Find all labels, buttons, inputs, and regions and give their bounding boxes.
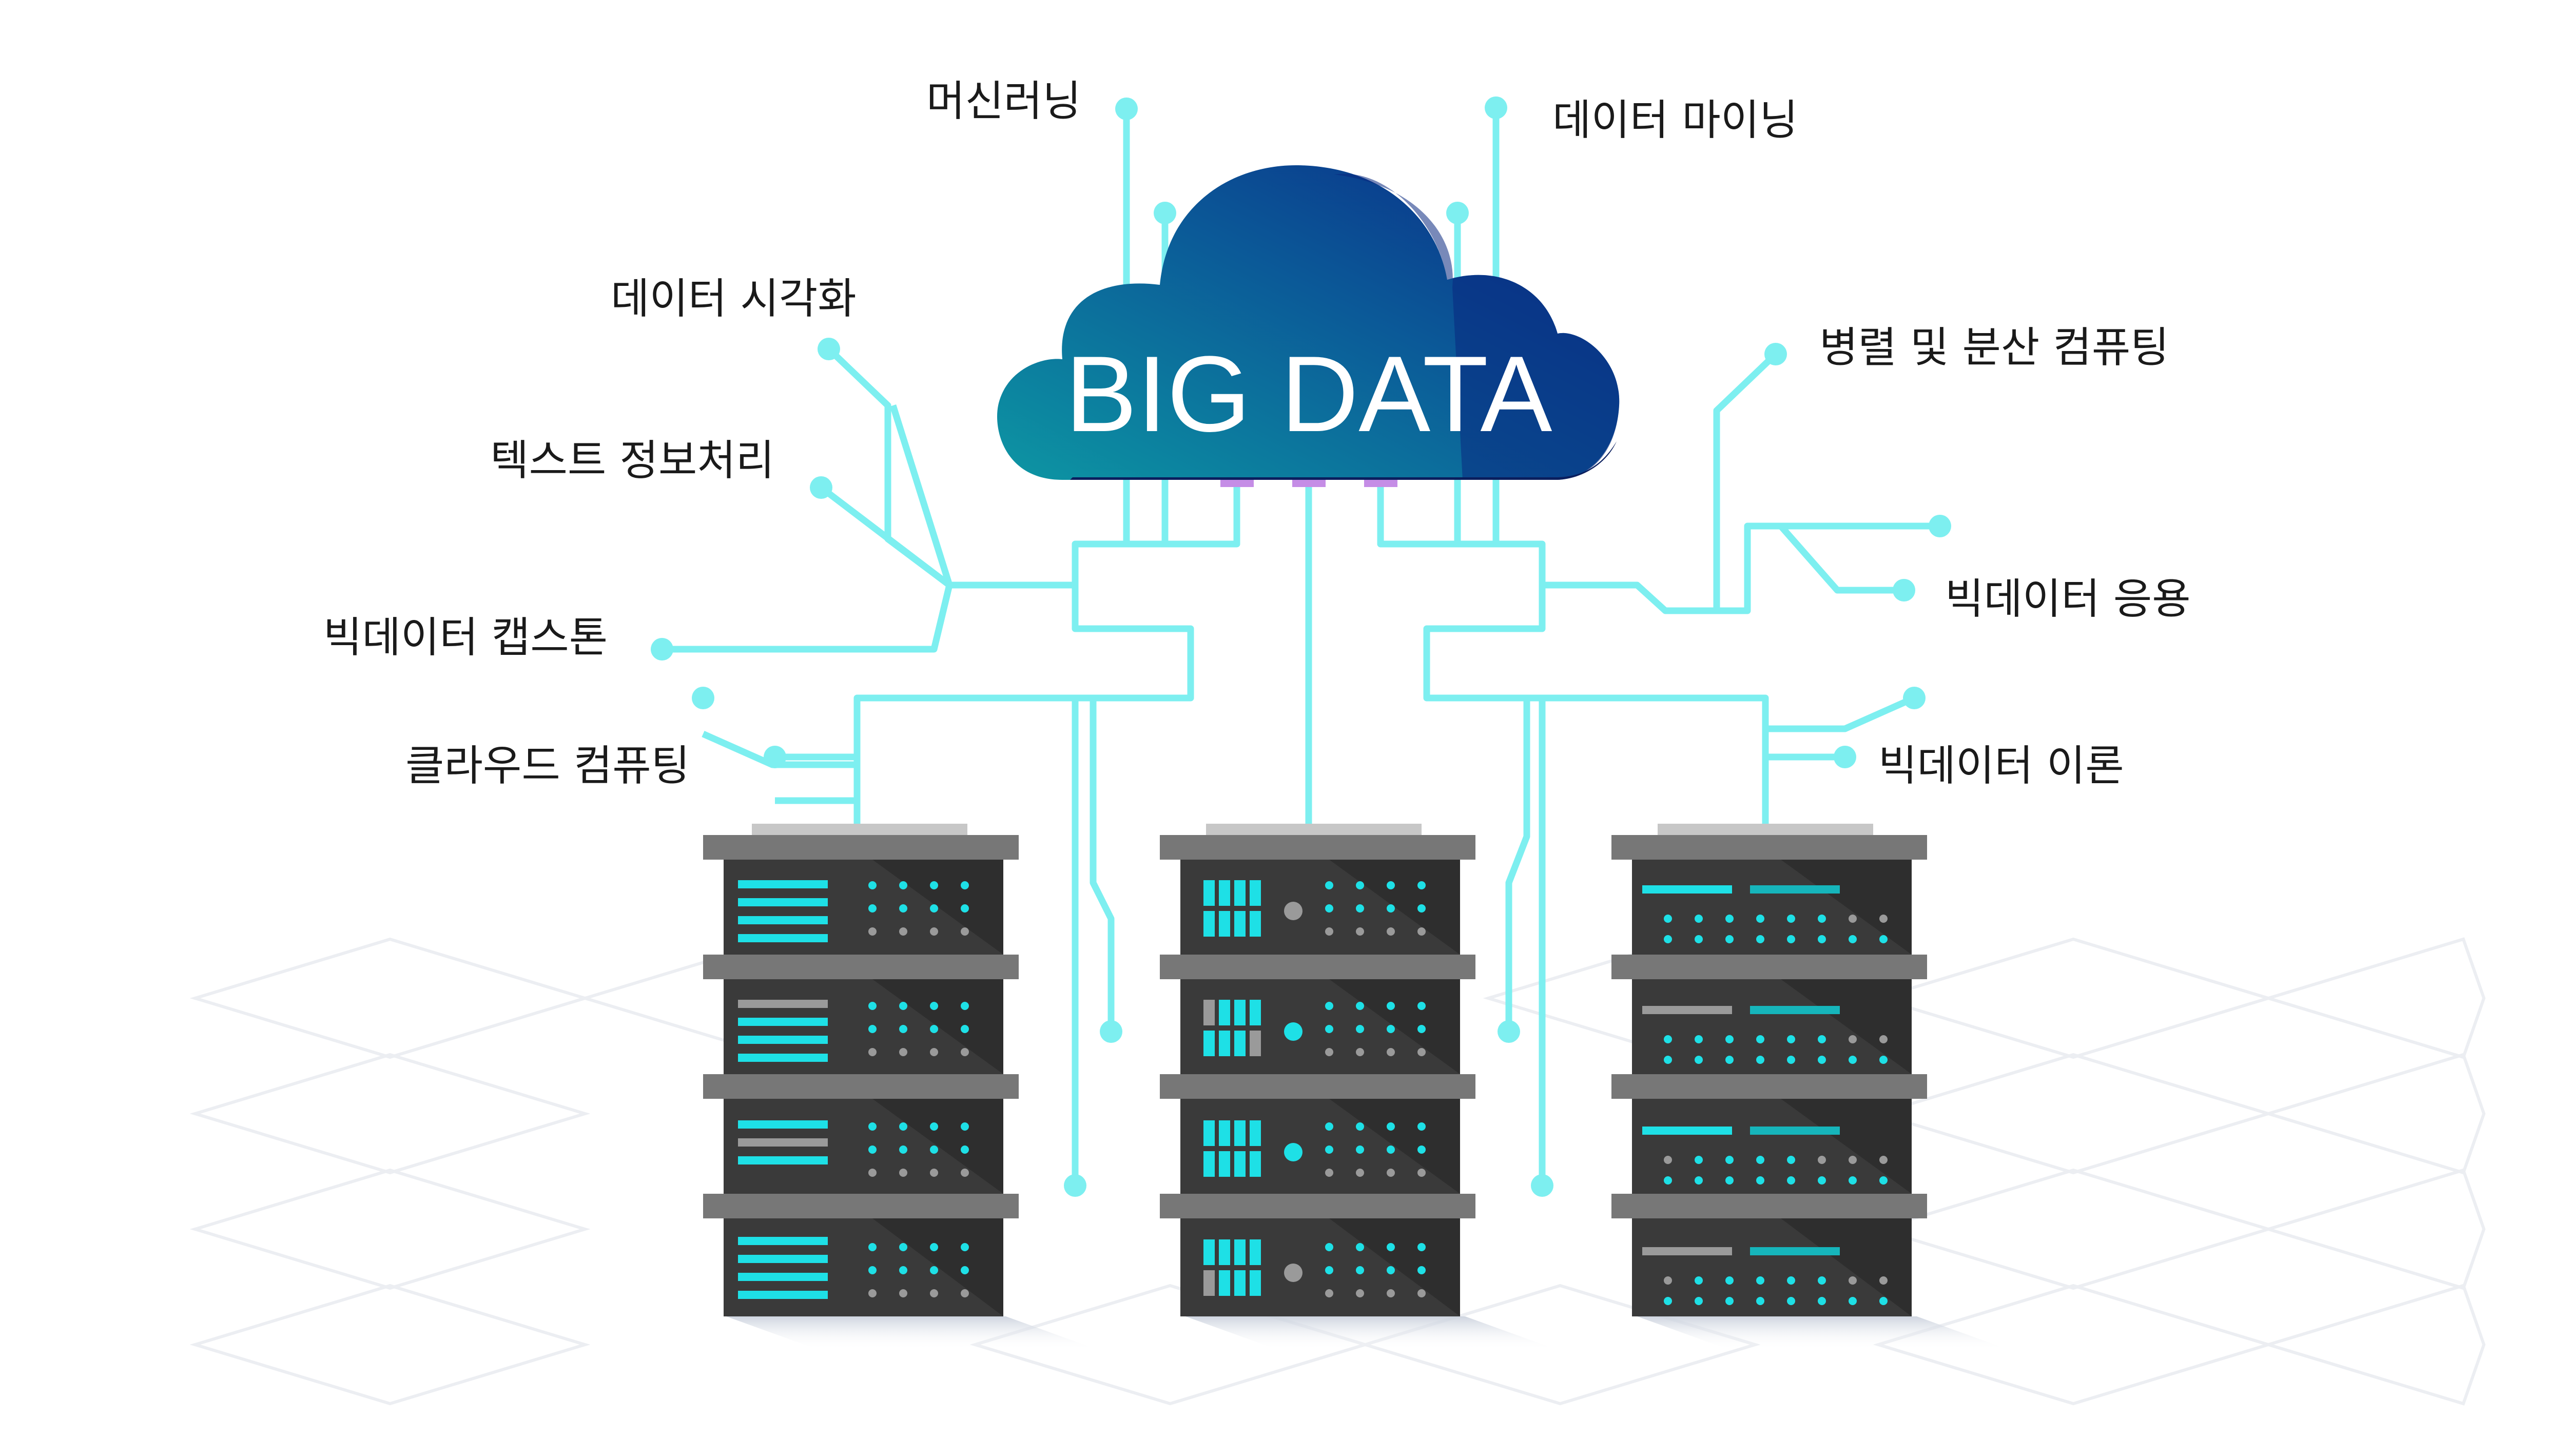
server-right xyxy=(1611,824,2009,1350)
label-data-visualization: 데이터 시각화 xyxy=(611,275,857,323)
label-machine-learning: 머신러닝 xyxy=(926,77,1081,126)
cloud-sockets xyxy=(1220,480,1397,487)
label-cloud-computing: 클라우드 컴퓨팅 xyxy=(405,742,690,790)
label-data-mining: 데이터 마이닝 xyxy=(1552,96,1798,145)
label-text-processing: 텍스트 정보처리 xyxy=(490,436,774,485)
label-bigdata-application: 빅데이터 응용 xyxy=(1945,575,2191,624)
cloud-title: BIG DATA xyxy=(1065,334,1552,454)
connector-dots xyxy=(651,96,1951,1197)
server-left xyxy=(703,824,1098,1350)
topic-labels: 머신러닝 데이터 마이닝 데이터 시각화 병렬 및 분산 컴퓨팅 텍스트 정보처… xyxy=(323,77,2191,790)
label-bigdata-theory: 빅데이터 이론 xyxy=(1878,742,2124,790)
label-parallel-distributed: 병렬 및 분산 컴퓨팅 xyxy=(1819,323,2169,372)
label-bigdata-capstone: 빅데이터 캡스톤 xyxy=(323,613,608,662)
cloud: BIG DATA xyxy=(997,165,1620,480)
server-middle xyxy=(1160,824,1558,1350)
